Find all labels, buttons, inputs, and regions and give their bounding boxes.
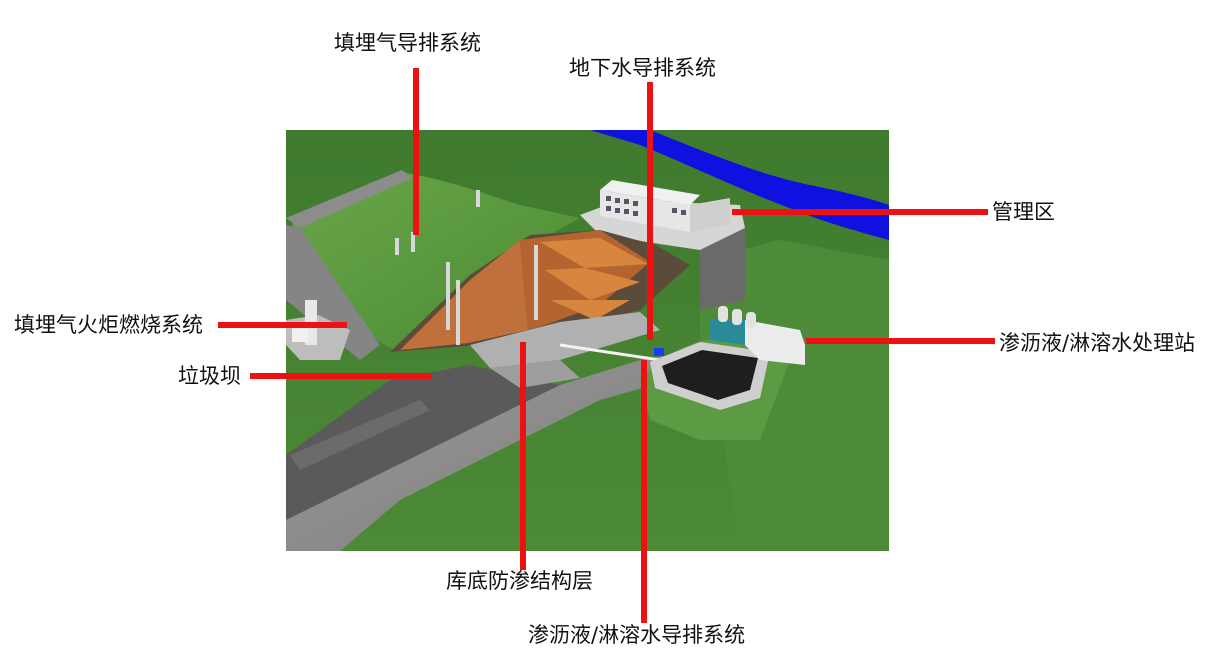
label-liner-layer: 库底防渗结构层 <box>446 569 593 593</box>
label-waste-dam: 垃圾坝 <box>178 364 241 388</box>
leader-management-area <box>732 209 988 215</box>
label-leachate-treatment-station: 渗沥液/淋溶水处理站 <box>999 331 1196 355</box>
office-side <box>690 198 730 232</box>
label-groundwater-drainage-system: 地下水导排系统 <box>569 56 716 80</box>
office-front <box>600 190 690 232</box>
treatment-towers <box>718 306 756 328</box>
drainage-valve <box>654 348 664 356</box>
cell-steps <box>540 238 648 320</box>
access-road <box>286 350 700 551</box>
road-shoulder <box>290 400 430 470</box>
label-management-area: 管理区 <box>992 200 1055 224</box>
office-windows <box>606 196 686 216</box>
gas-pipes <box>395 190 538 345</box>
leader-leachate-treatment <box>806 338 995 344</box>
treatment-tank <box>710 320 745 345</box>
leader-leachate-drainage <box>641 360 647 623</box>
leader-gas-drainage <box>413 68 419 235</box>
leachate-pond <box>662 350 758 400</box>
ring-road-left <box>286 225 380 360</box>
ring-road-upper <box>286 170 412 228</box>
platform-wall <box>700 228 745 310</box>
cell-sump <box>490 360 580 388</box>
treatment-building <box>745 320 805 365</box>
cell-floor <box>470 312 660 368</box>
drainage-pipe <box>559 343 661 362</box>
left-mound <box>292 172 580 350</box>
leader-gas-flare <box>218 322 347 328</box>
cell-wall-left <box>400 240 528 350</box>
label-gas-flare-system: 填埋气火炬燃烧系统 <box>14 313 203 337</box>
flare-unit <box>292 328 308 342</box>
leader-waste-dam <box>250 373 431 379</box>
label-leachate-drainage-system: 渗沥液/淋溶水导排系统 <box>528 623 746 647</box>
leader-groundwater-drainage <box>647 82 653 340</box>
label-gas-drainage-system: 填埋气导排系统 <box>334 31 481 55</box>
leader-liner-layer <box>520 342 526 570</box>
